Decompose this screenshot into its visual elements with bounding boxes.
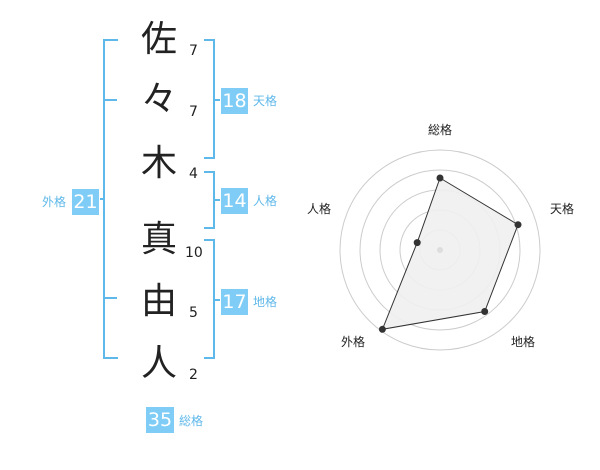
name-char-2: 々 bbox=[140, 79, 177, 120]
stroke-count-6: 2 bbox=[189, 367, 198, 383]
stroke-count-2: 7 bbox=[189, 104, 198, 120]
tenkaku-label: 天格 bbox=[253, 94, 278, 108]
name-char-6: 人 bbox=[140, 343, 177, 384]
radar-label-gaikaku: 外格 bbox=[341, 335, 366, 349]
tenkaku-bracket bbox=[204, 39, 220, 159]
radar-label-jinkaku: 人格 bbox=[307, 202, 332, 216]
gaikaku-badge: 21 bbox=[72, 189, 99, 215]
brackets bbox=[100, 39, 220, 359]
name-char-4: 真 bbox=[140, 219, 177, 260]
radar-center-dot bbox=[437, 247, 443, 253]
stroke-count-5: 5 bbox=[189, 305, 198, 321]
radar-grid-ring bbox=[339, 149, 541, 351]
radar-grid-ring bbox=[359, 169, 521, 331]
soukaku-badge: 35 bbox=[146, 407, 174, 433]
radar-point-2 bbox=[514, 221, 522, 229]
soukaku-label: 総格 bbox=[179, 414, 204, 428]
radar-label-tenkaku: 天格 bbox=[550, 202, 575, 216]
tenkaku-badge: 18 bbox=[221, 88, 248, 114]
radar-point-3 bbox=[481, 308, 489, 315]
jinkaku-bracket bbox=[204, 171, 220, 229]
radar-point-1 bbox=[436, 174, 444, 182]
gaikaku-label: 外格 bbox=[42, 195, 67, 209]
chikaku-bracket bbox=[204, 239, 220, 359]
radar-label-soukaku: 総格 bbox=[428, 123, 453, 137]
radar-point-5 bbox=[413, 239, 421, 247]
jinkaku-badge: 14 bbox=[221, 188, 248, 214]
stroke-count-3: 4 bbox=[189, 166, 198, 182]
name-char-1: 佐 bbox=[140, 19, 177, 60]
name-char-3: 木 bbox=[140, 143, 177, 184]
stroke-count-4: 10 bbox=[185, 245, 203, 261]
radar-label-chikaku: 地格 bbox=[511, 335, 536, 349]
chikaku-label: 地格 bbox=[253, 295, 278, 309]
stroke-count-1: 7 bbox=[189, 43, 198, 59]
name-char-5: 由 bbox=[140, 281, 177, 322]
jinkaku-label: 人格 bbox=[253, 194, 278, 208]
radar-chart bbox=[339, 149, 541, 351]
radar-series-area bbox=[381, 177, 519, 330]
gaikaku-bracket bbox=[100, 39, 118, 359]
chikaku-badge: 17 bbox=[221, 289, 248, 315]
radar-point-4 bbox=[378, 325, 386, 333]
